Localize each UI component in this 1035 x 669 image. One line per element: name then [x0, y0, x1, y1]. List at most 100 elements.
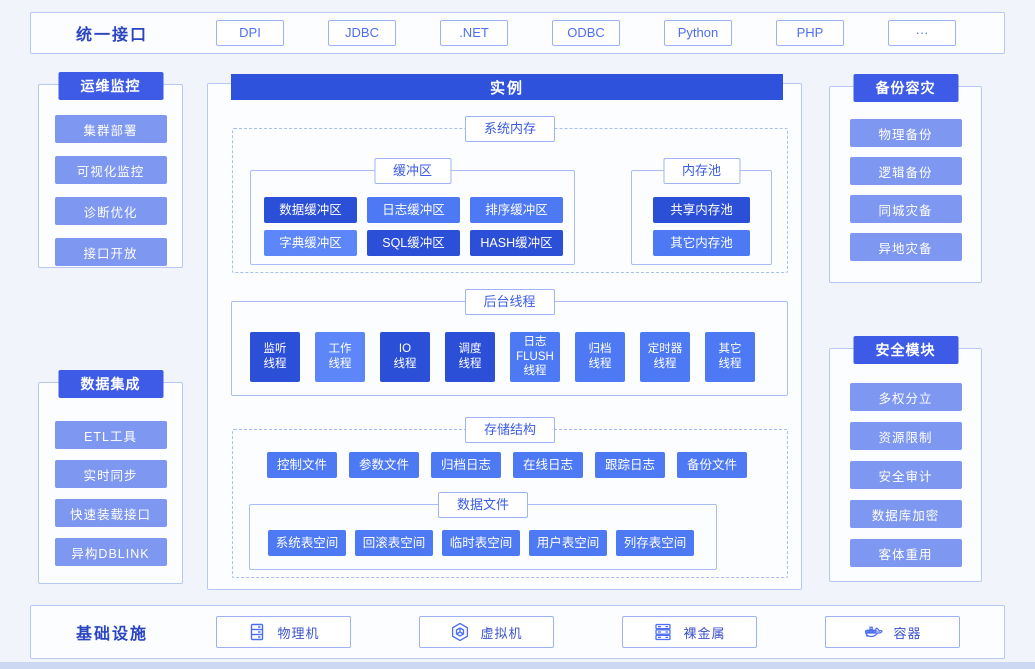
ops-node: 接口开放 — [54, 238, 167, 266]
physical-server-icon — [251, 623, 264, 641]
storage-file-node: 控制文件 — [267, 452, 337, 478]
container-icon — [865, 626, 884, 638]
memory-pool-section: 内存池 共享内存池 其它内存池 — [631, 158, 772, 265]
container-box: 容器 — [825, 616, 960, 648]
interface-node: PHP — [776, 20, 844, 46]
thread-node: 日志 FLUSH 线程 — [510, 332, 560, 382]
background-threads-section: 后台线程 监听 线程 工作 线程 IO 线程 调度 线程 日志 FLUSH 线程… — [231, 289, 788, 396]
thread-node: 其它 线程 — [705, 332, 755, 382]
ops-monitoring-panel: 运维监控 集群部署 可视化监控 诊断优化 接口开放 — [38, 72, 183, 268]
backup-dr-items: 物理备份 逻辑备份 同城灾备 异地灾备 — [830, 87, 981, 261]
tablespace-node: 回滚表空间 — [355, 530, 433, 556]
thread-node: 监听 线程 — [250, 332, 300, 382]
thread-node: IO 线程 — [380, 332, 430, 382]
thread-node: 定时器 线程 — [640, 332, 690, 382]
interface-node: ··· — [888, 20, 956, 46]
buffer-items: 数据缓冲区 日志缓冲区 排序缓冲区 字典缓冲区 SQL缓冲区 HASH缓冲区 — [251, 171, 574, 256]
buffer-node: 排序缓冲区 — [470, 197, 563, 223]
data-integration-node: 实时同步 — [54, 460, 167, 488]
memory-pool-label: 内存池 — [662, 158, 741, 184]
infrastructure-list: 物理机 虚拟机 — [216, 616, 960, 648]
ops-monitoring-items: 集群部署 可视化监控 诊断优化 接口开放 — [39, 85, 182, 266]
ops-node: 诊断优化 — [54, 197, 167, 225]
buffer-label: 缓冲区 — [373, 158, 452, 184]
interface-node: .NET — [440, 20, 508, 46]
storage-structure-section: 存储结构 控制文件 参数文件 归档日志 在线日志 跟踪日志 备份文件 数据文件 — [232, 417, 788, 578]
instance-title: 实例 — [231, 74, 783, 100]
backup-dr-title: 备份容灾 — [853, 74, 958, 102]
buffer-node: 日志缓冲区 — [367, 197, 460, 223]
storage-file-items: 控制文件 参数文件 归档日志 在线日志 跟踪日志 备份文件 — [233, 430, 787, 478]
security-node: 资源限制 — [849, 422, 962, 450]
tablespace-node: 用户表空间 — [529, 530, 607, 556]
ops-node: 可视化监控 — [54, 156, 167, 184]
interface-node: Python — [664, 20, 732, 46]
memory-pool-node: 其它内存池 — [653, 230, 750, 256]
data-integration-node: 异构DBLINK — [54, 538, 167, 566]
data-integration-items: ETL工具 实时同步 快速装载接口 异构DBLINK — [39, 383, 182, 566]
security-module-items: 多权分立 资源限制 安全审计 数据库加密 客体重用 — [830, 349, 981, 567]
storage-file-node: 备份文件 — [677, 452, 747, 478]
buffer-section: 缓冲区 数据缓冲区 日志缓冲区 排序缓冲区 字典缓冲区 SQL缓冲区 HASH缓… — [250, 158, 575, 265]
buffer-node: 字典缓冲区 — [264, 230, 357, 256]
thread-node: 归档 线程 — [575, 332, 625, 382]
bare-metal-icon — [655, 623, 672, 641]
data-integration-node: 快速装载接口 — [54, 499, 167, 527]
unified-interface-bar: 统一接口 DPI JDBC .NET ODBC Python PHP ··· — [30, 12, 1005, 54]
interface-list: DPI JDBC .NET ODBC Python PHP ··· — [216, 20, 956, 46]
backup-node: 同城灾备 — [849, 195, 962, 223]
interface-node: ODBC — [552, 20, 620, 46]
storage-file-node: 在线日志 — [513, 452, 583, 478]
backup-node: 异地灾备 — [849, 233, 962, 261]
tablespace-node: 列存表空间 — [616, 530, 694, 556]
unified-interface-title: 统一接口 — [76, 27, 149, 44]
virtual-machine-label: 虚拟机 — [480, 625, 523, 641]
ops-node: 集群部署 — [54, 115, 167, 143]
backup-dr-panel: 备份容灾 物理备份 逻辑备份 同城灾备 异地灾备 — [829, 74, 982, 283]
data-integration-node: ETL工具 — [54, 421, 167, 449]
background-threads-items: 监听 线程 工作 线程 IO 线程 调度 线程 日志 FLUSH 线程 归档 线… — [232, 302, 787, 382]
storage-structure-label: 存储结构 — [464, 417, 556, 443]
tablespace-node: 临时表空间 — [442, 530, 520, 556]
instance-container: 实例 系统内存 缓冲区 数据缓冲区 日志缓冲区 排序缓冲区 字典缓冲区 — [207, 74, 802, 590]
storage-file-node: 归档日志 — [431, 452, 501, 478]
security-node: 安全审计 — [849, 461, 962, 489]
virtual-machine-box: 虚拟机 — [419, 616, 554, 648]
data-integration-panel: 数据集成 ETL工具 实时同步 快速装载接口 异构DBLINK — [38, 370, 183, 584]
data-files-label: 数据文件 — [437, 492, 529, 518]
backup-node: 物理备份 — [849, 119, 962, 147]
data-files-items: 系统表空间 回滚表空间 临时表空间 用户表空间 列存表空间 — [250, 505, 716, 556]
tablespace-node: 系统表空间 — [268, 530, 346, 556]
buffer-node: SQL缓冲区 — [367, 230, 460, 256]
storage-file-node: 参数文件 — [349, 452, 419, 478]
bottom-accent-strip — [0, 662, 1035, 669]
thread-node: 调度 线程 — [445, 332, 495, 382]
memory-pool-items: 共享内存池 其它内存池 — [632, 171, 771, 256]
container-label: 容器 — [893, 625, 922, 641]
interface-node: JDBC — [328, 20, 396, 46]
physical-machine-label: 物理机 — [277, 625, 320, 641]
ops-monitoring-title: 运维监控 — [58, 72, 163, 100]
security-node: 数据库加密 — [849, 500, 962, 528]
data-integration-title: 数据集成 — [58, 370, 163, 398]
memory-pool-node: 共享内存池 — [653, 197, 750, 223]
buffer-node: 数据缓冲区 — [264, 197, 357, 223]
virtual-machine-icon — [452, 622, 469, 642]
background-threads-label: 后台线程 — [464, 289, 555, 315]
backup-node: 逻辑备份 — [849, 157, 962, 185]
security-node: 客体重用 — [849, 539, 962, 567]
infrastructure-bar: 基础设施 物理机 虚拟机 — [30, 605, 1005, 659]
interface-node: DPI — [216, 20, 284, 46]
data-files-section: 数据文件 系统表空间 回滚表空间 临时表空间 用户表空间 列存表空间 — [249, 492, 717, 570]
storage-file-node: 跟踪日志 — [595, 452, 665, 478]
system-memory-label: 系统内存 — [464, 116, 556, 142]
security-module-panel: 安全模块 多权分立 资源限制 安全审计 数据库加密 客体重用 — [829, 336, 982, 582]
bare-metal-label: 裸金属 — [683, 625, 726, 641]
buffer-node: HASH缓冲区 — [470, 230, 563, 256]
bare-metal-box: 裸金属 — [622, 616, 757, 648]
system-memory-section: 系统内存 缓冲区 数据缓冲区 日志缓冲区 排序缓冲区 字典缓冲区 SQL缓冲区 — [232, 116, 788, 273]
physical-machine-box: 物理机 — [216, 616, 351, 648]
security-module-title: 安全模块 — [853, 336, 958, 364]
security-node: 多权分立 — [849, 383, 962, 411]
